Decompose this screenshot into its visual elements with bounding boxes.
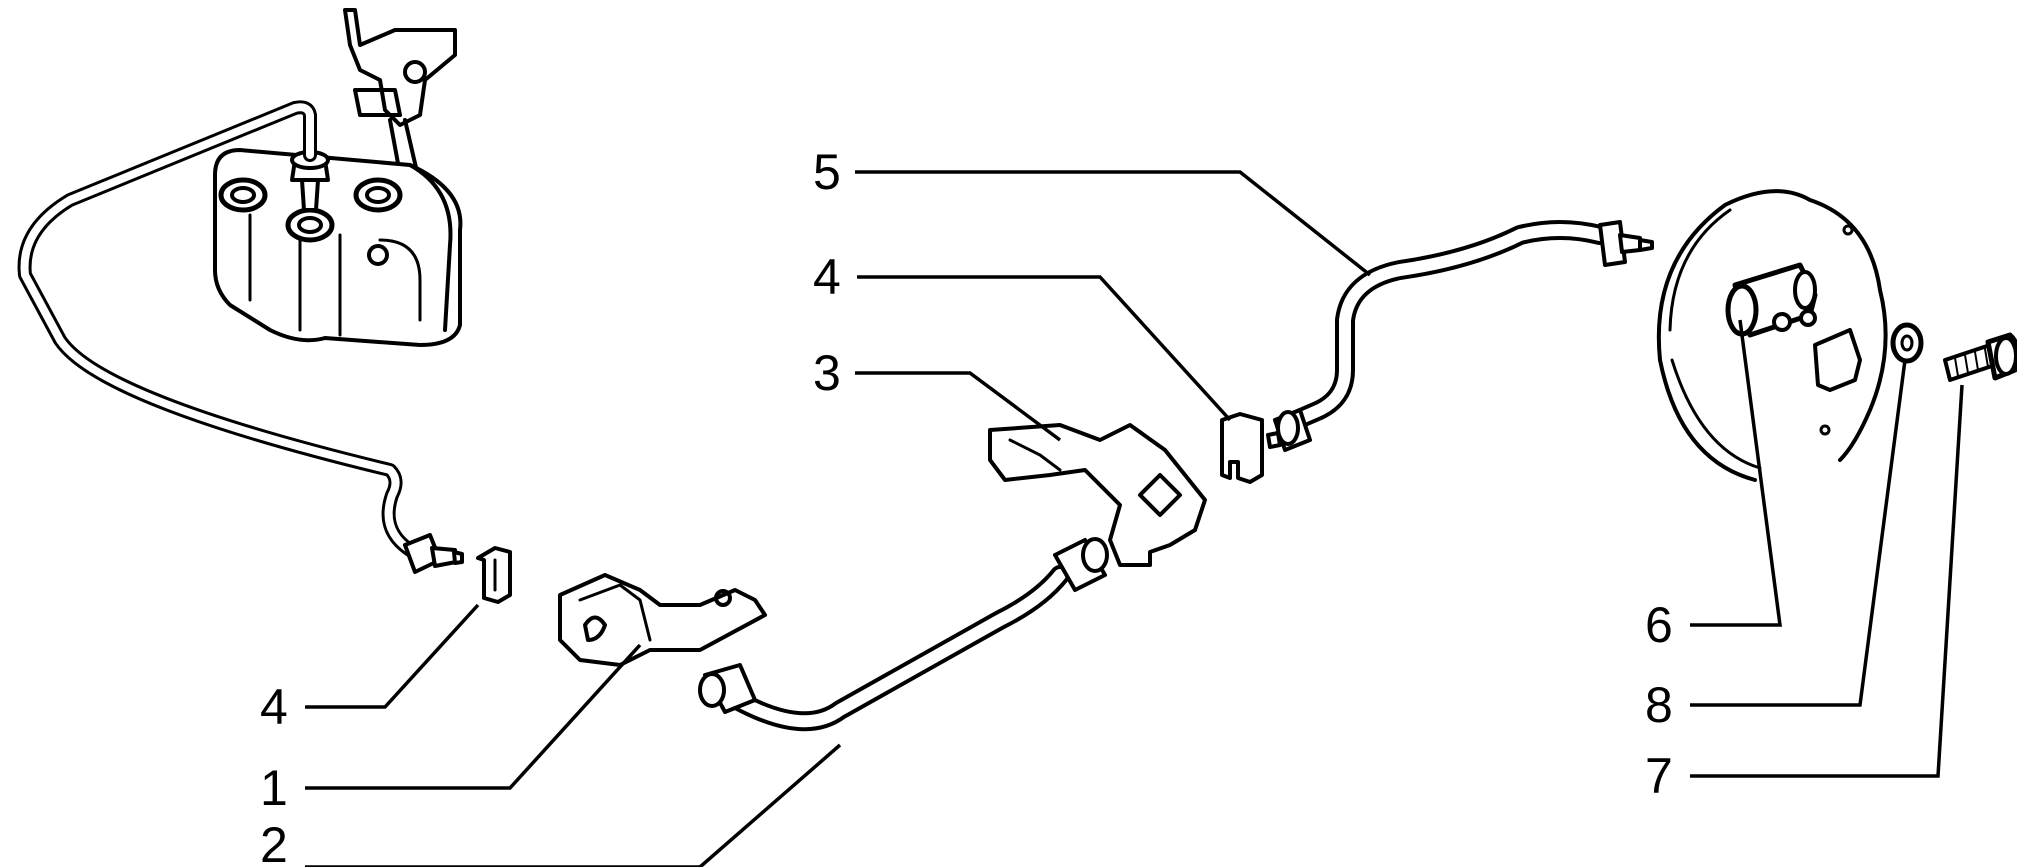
pipe-bracket: [558, 573, 767, 667]
brake-pipe-upper: [1266, 220, 1654, 452]
retaining-clip-left: [476, 546, 512, 604]
callout-numbers: 4 1 2 3 4 5 6 8 7: [260, 144, 1673, 867]
callout-6: 6: [1645, 597, 1673, 653]
callout-3: 3: [813, 345, 841, 401]
regulator-brake-pipe: [17, 100, 464, 574]
bleeder-bolt: [1943, 332, 2017, 382]
leader-3: [855, 371, 1062, 442]
brake-backing-plate: [1656, 189, 1888, 482]
leader-1: [305, 643, 642, 790]
callout-7: 7: [1645, 748, 1673, 804]
callout-2: 2: [260, 817, 288, 867]
leader-lines: [305, 170, 1964, 867]
leader-4-top: [857, 275, 1232, 422]
callout-4-top: 4: [813, 249, 841, 305]
callout-5: 5: [813, 144, 841, 200]
callout-8: 8: [1645, 677, 1673, 733]
brake-pipe-lower: [698, 537, 1109, 732]
leader-7: [1690, 384, 1964, 778]
leader-4-left: [305, 603, 480, 709]
leader-5: [855, 170, 1372, 277]
sealing-washer: [1890, 322, 1924, 364]
pipe-support-bracket: [988, 423, 1207, 567]
callout-4-left: 4: [260, 679, 288, 735]
pressure-regulator-valve: [213, 8, 463, 347]
leader-2: [305, 743, 842, 867]
retaining-clip-upper: [1220, 412, 1264, 484]
leader-8: [1690, 359, 1907, 707]
leader-6: [1690, 319, 1782, 627]
wheel-cylinder: [1725, 262, 1818, 338]
callout-1: 1: [260, 760, 288, 816]
